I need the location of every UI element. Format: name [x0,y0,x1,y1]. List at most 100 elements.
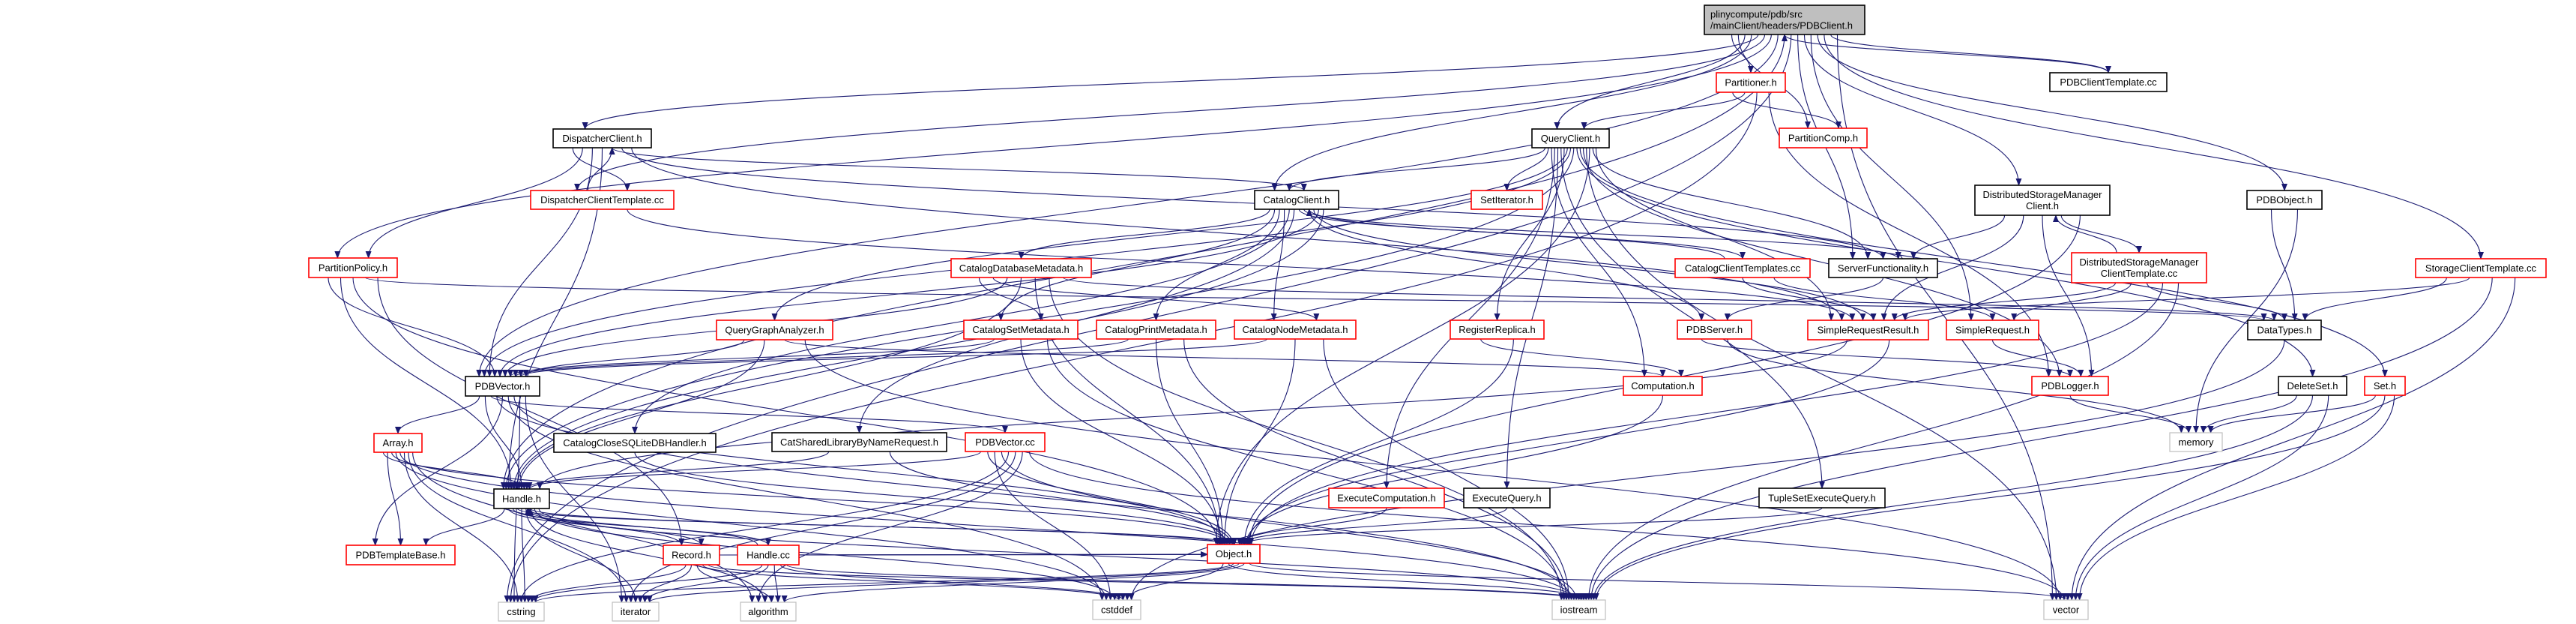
node-execquery[interactable]: ExecuteQuery.h [1463,488,1551,508]
edge-record-to-algorithm [696,564,775,603]
node-pdbvectorcc[interactable]: PDBVector.cc [965,432,1046,452]
node-dsmtemplate[interactable]: DistributedStorageManagerClientTemplate.… [2071,252,2207,284]
node-label: Record.h [672,550,711,561]
node-box [2364,376,2406,396]
edge-dispatcherclient-to-handle [505,147,603,490]
node-pdbclienttemplate[interactable]: PDBClientTemplate.cc [2049,72,2168,92]
node-box [553,433,717,453]
edge-partitionpolicy-to-datatypes [364,277,2266,321]
node-label: vector [2053,604,2080,616]
node-storageclienttemplate[interactable]: StorageClientTemplate.cc [2415,258,2547,278]
edge-root-to-queryclient [1554,34,1746,130]
node-label: cstddef [1101,604,1132,616]
edge-catalogclient-to-pdbserver [1308,208,1705,321]
edge-handle-to-algorithm [529,508,768,603]
edge-root-to-pdbclienttemplate [1830,34,2111,74]
edge-root-to-vector [1836,34,2056,601]
node-root[interactable]: plinycompute/pdb/src/mainClient/headers/… [1704,4,1865,35]
node-pdbserver[interactable]: PDBServer.h [1677,320,1752,340]
node-set[interactable]: Set.h [2364,376,2406,396]
node-box [2278,376,2347,396]
node-box [963,320,1079,340]
node-simplerequestresult[interactable]: SimpleRequestResult.h [1807,320,1929,340]
edge-catalogdbmeta-to-iostream [1049,277,1565,601]
node-pdbtemplatebase[interactable]: PDBTemplateBase.h [346,544,456,566]
edge-pdbvector-to-handle [484,395,525,490]
node-label: TupleSetExecuteQuery.h [1768,493,1876,504]
edge-catalogclient-to-catalogdbmeta [1018,208,1270,260]
node-catalogclienttemplates[interactable]: CatalogClientTemplates.cc [1674,258,1811,278]
edge-partitioner-to-partitioncomp [1732,92,1841,129]
node-queryclient[interactable]: QueryClient.h [1531,128,1610,148]
edge-simplerequestresult-to-handle [537,339,1847,490]
node-record[interactable]: Record.h [663,544,720,566]
node-box [2247,320,2322,340]
node-box [771,432,947,452]
node-box [663,544,720,566]
node-label: ServerFunctionality.h [1838,262,1928,274]
edge-dispatchertemplate-to-simplerequestresult [627,208,1856,321]
node-registerreplica[interactable]: RegisterReplica.h [1450,320,1545,340]
edge-partitioner-to-queryclient [1581,92,1746,130]
node-label: CatalogSetMetadata.h [972,324,1069,335]
node-label: SimpleRequestResult.h [1818,325,1919,336]
node-catalogclient[interactable]: CatalogClient.h [1254,190,1339,210]
node-deleteset[interactable]: DeleteSet.h [2278,376,2347,396]
node-tupleset[interactable]: TupleSetExecuteQuery.h [1758,488,1886,508]
node-serverfunc[interactable]: ServerFunctionality.h [1828,258,1938,278]
node-setiterator[interactable]: SetIterator.h [1471,190,1543,210]
node-catshared[interactable]: CatSharedLibraryByNameRequest.h [771,432,947,452]
node-closesqlite[interactable]: CatalogCloseSQLiteDBHandler.h [553,433,717,453]
node-partitioner[interactable]: Partitioner.h [1716,72,1786,93]
node-pdbvector[interactable]: PDBVector.h [465,376,540,397]
node-array[interactable]: Array.h [373,433,423,453]
edge-deleteset-to-memory [2200,394,2297,434]
edge-closesqlite-to-object [634,452,1233,545]
edge-pdbvector-to-object [496,395,1229,545]
node-datatypes[interactable]: DataTypes.h [2247,320,2322,340]
node-vector: vector [2043,599,2089,620]
edge-registerreplica-to-computation [1480,338,1684,377]
edge-catalogset-to-pdbvector [507,338,995,377]
node-dispatcherclient[interactable]: DispatcherClient.h [552,128,652,148]
node-cstring: cstring [498,602,545,622]
edge-catalognode-to-iostream [1323,338,1572,601]
node-partitioncomp[interactable]: PartitionComp.h [1779,128,1868,148]
node-dispatchertemplate[interactable]: DispatcherClientTemplate.cc [530,190,675,210]
edge-root-to-pdbobject [1817,34,2287,191]
node-box [1092,599,1141,620]
node-querygraph[interactable]: QueryGraphAnalyzer.h [716,320,833,340]
node-pdblogger[interactable]: PDBLogger.h [2031,376,2109,396]
node-pdbobject[interactable]: PDBObject.h [2246,190,2323,210]
edge-partitionpolicy-to-record [377,277,685,546]
node-catalogdbmeta[interactable]: CatalogDatabaseMetadata.h [950,258,1092,278]
edge-registerreplica-to-object [1241,338,1514,545]
edge-simplerequestresult-to-object [1244,339,1890,545]
edge-root-to-handle [500,34,1785,490]
edge-catalogdbmeta-to-catalogset [978,277,1044,321]
node-simplerequest[interactable]: SimpleRequest.h [1946,320,2039,340]
node-catalognode[interactable]: CatalogNodeMetadata.h [1234,320,1357,340]
node-algorithm: algorithm [740,602,797,622]
node-label: memory [2179,436,2214,448]
node-execcomp[interactable]: ExecuteComputation.h [1328,488,1445,508]
node-partitionpolicy[interactable]: PartitionPolicy.h [308,257,398,278]
node-catalogset[interactable]: CatalogSetMetadata.h [963,320,1079,340]
node-catalogprint[interactable]: CatalogPrintMetadata.h [1096,320,1216,340]
edge-pdbvector-to-array [395,395,480,434]
edge-queryclient-to-serverfunc [1592,147,1871,260]
node-box [2031,376,2109,396]
node-label: PDBVector.cc [975,436,1035,448]
node-label: PDBClientTemplate.cc [2060,76,2157,88]
node-box [530,190,675,210]
node-handle[interactable]: Handle.h [493,488,550,509]
node-object[interactable]: Object.h [1207,544,1261,564]
edge-root-to-partitionpolicy [334,34,1772,259]
node-handlecc[interactable]: Handle.cc [737,544,800,566]
node-label: DataTypes.h [2257,325,2312,336]
node-computation[interactable]: Computation.h [1623,376,1703,396]
node-label: DispatcherClientTemplate.cc [540,194,664,206]
node-label: PDBLogger.h [2041,380,2099,392]
edge-set-to-iostream [1593,394,2386,601]
